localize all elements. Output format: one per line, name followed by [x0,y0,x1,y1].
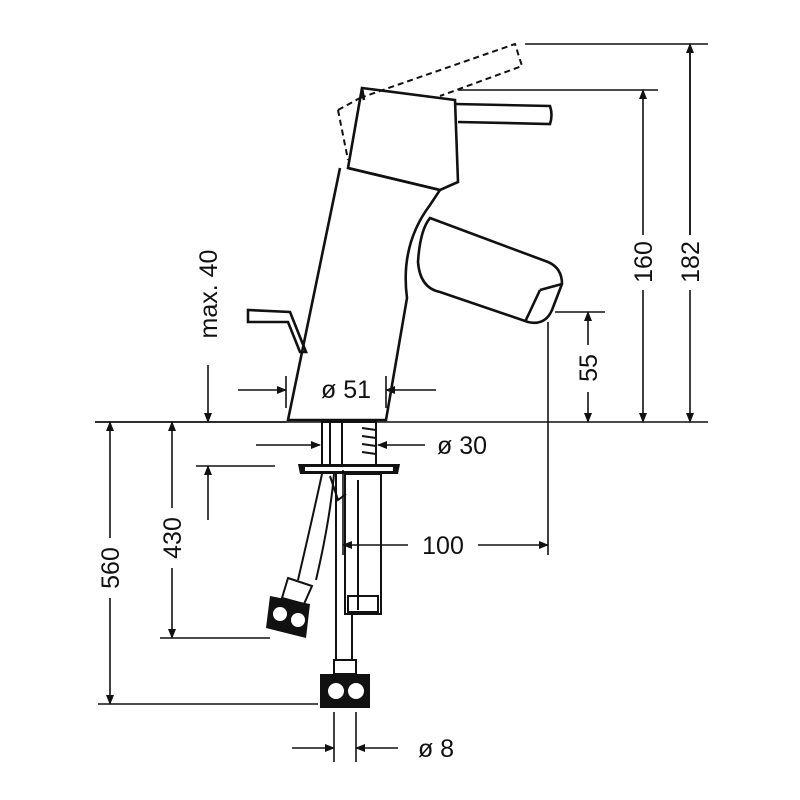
label-100: 100 [422,532,464,560]
label-diameter-8: ø 8 [418,735,454,763]
label-max-40: max. 40 [195,250,223,339]
label-430: 430 [159,517,187,559]
dimension-lines [95,43,708,762]
faucet-body [246,42,564,422]
label-560: 560 [97,547,125,589]
label-160: 160 [630,241,658,283]
label-diameter-30: ø 30 [437,432,487,460]
under-sink-assembly [266,421,400,708]
label-55: 55 [575,354,603,382]
label-182: 182 [677,241,705,283]
label-diameter-51: ø 51 [321,376,371,404]
